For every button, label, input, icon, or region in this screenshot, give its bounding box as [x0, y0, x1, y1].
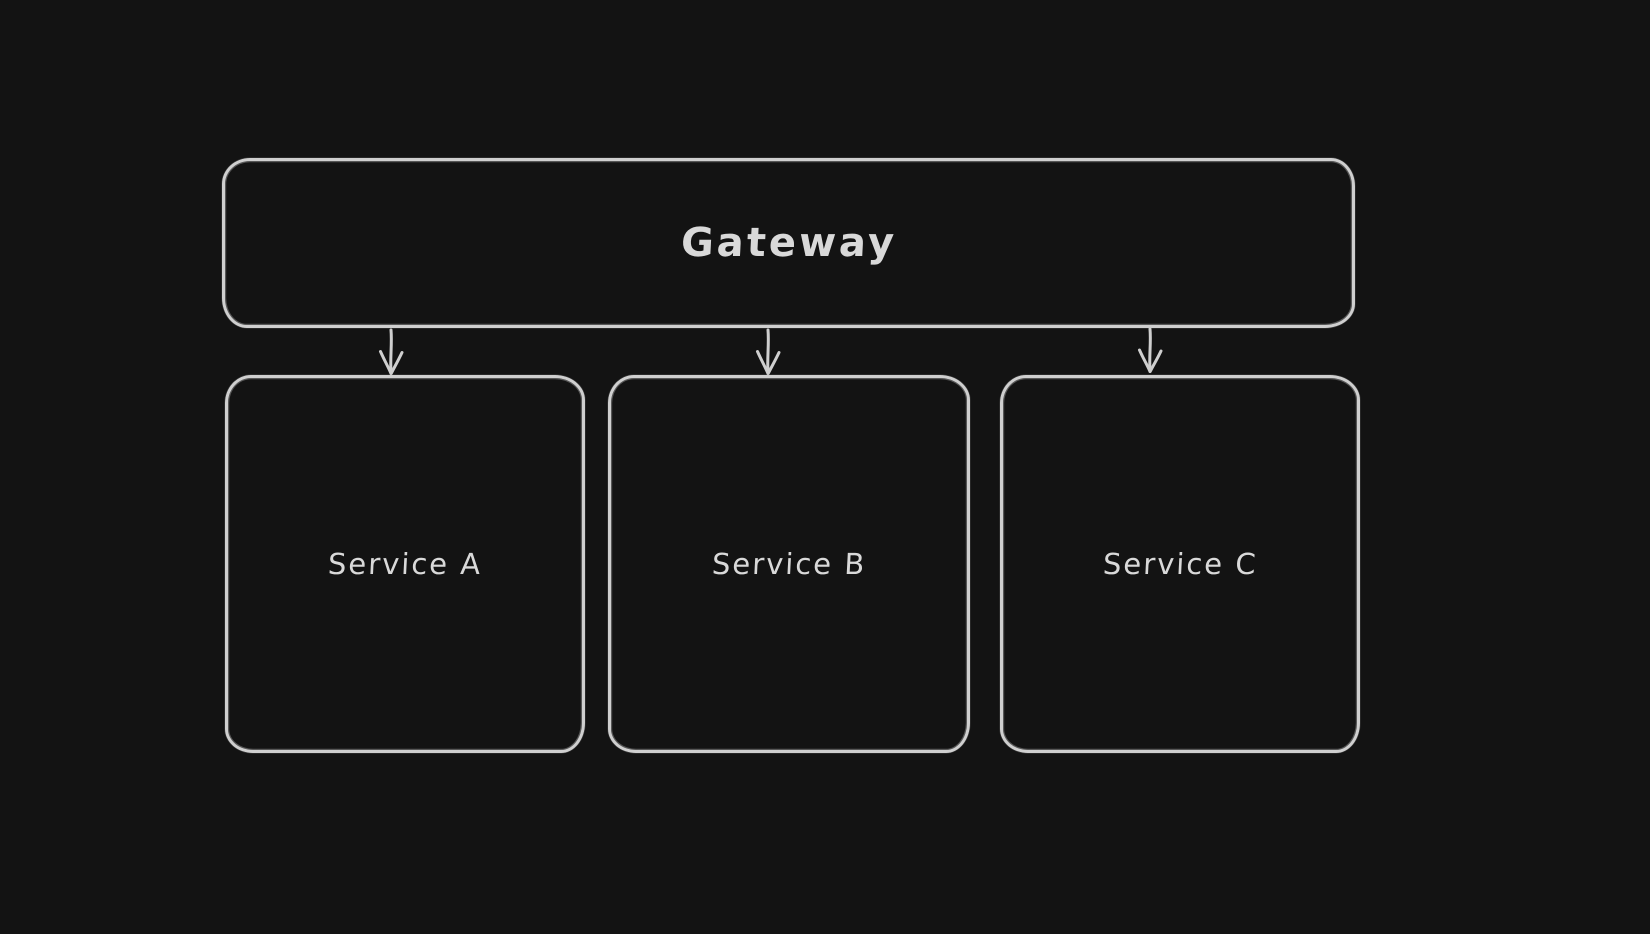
node-gateway-label: Gateway	[679, 220, 898, 266]
arrow-gateway-to-service-b-icon[interactable]	[756, 328, 781, 375]
node-service-a[interactable]: Service A	[225, 375, 585, 753]
node-service-c[interactable]: Service C	[1000, 375, 1360, 753]
arrow-gateway-to-service-c-icon[interactable]	[1138, 327, 1163, 373]
node-gateway[interactable]: Gateway	[222, 158, 1355, 328]
node-service-a-label: Service A	[326, 547, 484, 581]
node-service-c-label: Service C	[1101, 547, 1259, 581]
node-service-b-label: Service B	[710, 547, 868, 581]
node-service-b[interactable]: Service B	[608, 375, 970, 753]
arrow-gateway-to-service-a-icon[interactable]	[379, 328, 404, 375]
